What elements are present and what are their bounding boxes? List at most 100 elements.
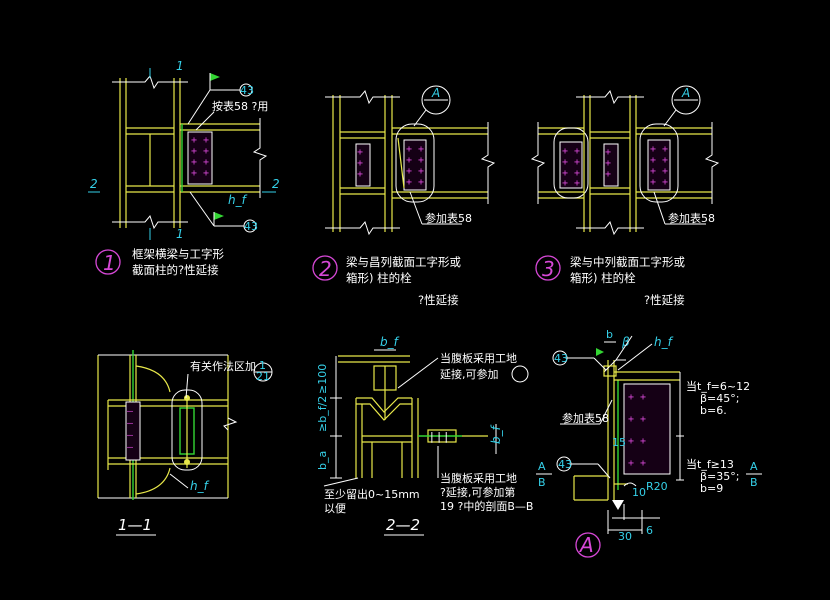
dim-bf-side: b_f: [489, 424, 503, 444]
svg-text:+ +: + +: [650, 166, 668, 177]
detail-tag-circle: [421, 85, 451, 115]
section11-note: 有关作法区加: [190, 359, 256, 373]
caption-2-line2: 箱形) 柱的栓: [346, 271, 412, 285]
note-gap-line1: 至少留出0~15mm: [324, 487, 420, 501]
svg-text:+ +: + +: [562, 178, 580, 189]
svg-text:—: —: [127, 430, 134, 441]
detail-number-3: 3: [542, 257, 555, 281]
weld-flag-icon: [210, 73, 220, 81]
svg-text:+ +: + +: [650, 155, 668, 166]
svg-text:+ +: + +: [650, 177, 668, 188]
weld-ref-a-mid: 43: [558, 458, 572, 471]
detail-number-circle: [535, 255, 561, 281]
dim-30: 30: [618, 530, 632, 543]
caption-2-line3: ?性延接: [418, 293, 459, 307]
svg-text:+: +: [357, 169, 363, 180]
rule1-line2: β=45°;: [700, 392, 739, 405]
detail-number-2: 2: [319, 257, 332, 281]
svg-text:+ +: + +: [191, 135, 209, 146]
caption-3-line1: 梁与中列截面工字形或: [570, 255, 685, 269]
svg-text:+: +: [357, 147, 363, 158]
note-top-line2: 延接,可参加: [440, 367, 499, 381]
section11-ref-bottom: 21: [256, 370, 270, 383]
detail-2: + + + + + + + + + + + A 参加表58 2 梁与昌列截面工字…: [312, 85, 496, 307]
section-mark-2-right: 2: [272, 177, 280, 191]
dim-beta: β: [621, 335, 630, 349]
weld-ref-top: 43: [240, 84, 254, 97]
svg-text:+ +: + +: [628, 436, 646, 447]
section-mark-2-left: 2: [90, 177, 98, 191]
caption-2-line1: 梁与昌列截面工字形或: [346, 255, 461, 269]
dim-ba: b_a: [316, 451, 329, 470]
svg-text:+ +: + +: [562, 157, 580, 168]
detail-number-circle: [312, 255, 338, 281]
rule1-line3: b=6.: [700, 404, 727, 417]
weld-ref-a-top: 43: [554, 352, 568, 365]
svg-text:+ +: + +: [562, 146, 580, 157]
sec-b-right: B: [750, 476, 758, 489]
ref-table-3: 参加表58: [668, 211, 715, 225]
note-gap-line2: 以便: [324, 502, 346, 515]
section-1-1: — — — — 有关作法区加 1 21 h_f 1—1: [97, 350, 273, 536]
detail-a: + + + + + + + + 30 6 10 R20 15 b β h_f: [536, 328, 762, 558]
dim-hf-1: h_f: [228, 193, 248, 207]
sec-b-left: B: [538, 476, 546, 489]
detail-a-label: A: [578, 533, 594, 557]
caption-1-line2: 截面柱的?性延接: [132, 263, 219, 277]
dim-15: 15: [612, 436, 626, 449]
weld-ref-bottom: 43: [244, 220, 258, 233]
svg-text:+ +: + +: [650, 144, 668, 155]
svg-text:+ +: + +: [191, 168, 209, 179]
svg-text:+ +: + +: [406, 166, 424, 177]
svg-text:+: +: [605, 158, 611, 169]
svg-text:+: +: [605, 169, 611, 180]
svg-text:+ +: + +: [628, 414, 646, 425]
note-bottom-line2: ?延接,可参加第: [440, 485, 515, 499]
dim-6: 6: [646, 524, 653, 537]
section-2-2: b_f | | | ≥100 ≥b_f/2 b_a b_f 当腹板采用工地 延接…: [316, 335, 533, 536]
ref-table-2: 参加表58: [425, 211, 472, 225]
svg-text:+ +: + +: [406, 177, 424, 188]
rule1-line1: 当t_f=6~12: [686, 379, 750, 393]
dim-bf-top: b_f: [380, 335, 400, 349]
ref-table-a: 参加表58: [562, 411, 609, 425]
svg-text:+: +: [605, 147, 611, 158]
dim-100: ≥100: [316, 364, 329, 394]
svg-text:+ +: + +: [628, 458, 646, 469]
detail-3: + + + + + + + + + + + + + + + + + + +: [530, 85, 720, 307]
rule2-line2: β=35°;: [700, 470, 739, 483]
sec-a-right: A: [750, 460, 758, 473]
weld-ref-circle-bottom: [243, 219, 257, 233]
svg-text:| | |: | | |: [430, 430, 448, 443]
svg-text:—: —: [127, 418, 134, 429]
detail-number-circle: [575, 532, 601, 558]
svg-text:+ +: + +: [406, 155, 424, 166]
dim-b: b: [606, 328, 613, 341]
section11-label: 1—1: [118, 516, 152, 534]
detail-tag-3: A: [681, 86, 690, 100]
section22-label: 2—2: [386, 516, 420, 534]
svg-text:+: +: [357, 158, 363, 169]
section11-ref-top: 1: [259, 359, 266, 372]
svg-text:+ +: + +: [191, 146, 209, 157]
caption-1-line1: 框架横梁与工字形: [132, 247, 224, 261]
dim-10: 10: [632, 486, 646, 499]
detail-tag-circle: [671, 85, 701, 115]
dim-hf-a: h_f: [654, 335, 674, 349]
svg-text:+ +: + +: [562, 168, 580, 179]
note-table-1: 按表58 ?用: [212, 99, 268, 113]
note-bottom-line3: 19 ?中的剖面B—B: [440, 499, 533, 513]
dim-bf2: ≥b_f/2: [316, 396, 329, 432]
weld-flag-icon: [214, 212, 224, 220]
svg-text:—: —: [127, 442, 134, 453]
section11-dim-hf: h_f: [190, 479, 210, 493]
svg-text:—: —: [127, 406, 134, 417]
rule2-line1: 当t_f≥13: [686, 457, 734, 471]
detail-tag-2: A: [431, 86, 440, 100]
detail-number-circle: [95, 249, 121, 275]
caption-3-line3: ?性延接: [644, 293, 685, 307]
section-mark-1-bottom: 1: [176, 227, 184, 241]
detail-number-1: 1: [103, 251, 116, 275]
svg-text:+ +: + +: [628, 392, 646, 403]
